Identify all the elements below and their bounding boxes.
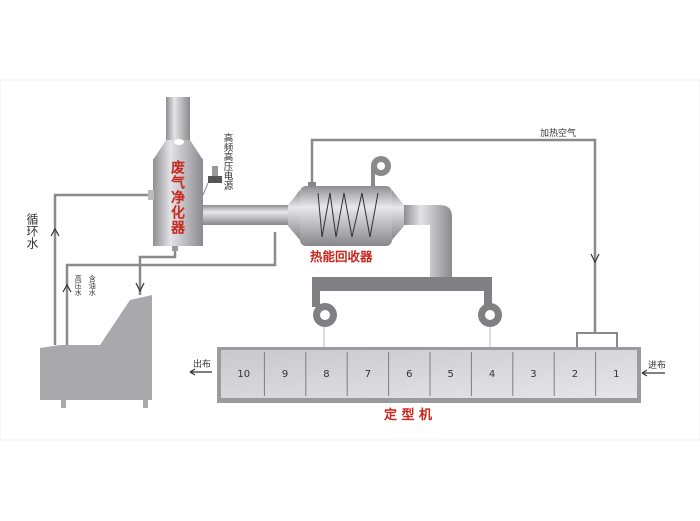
exhaust-manifold (312, 277, 502, 347)
waste-gas-purifier (148, 97, 203, 251)
high-pressure-water-label: 高压水 (74, 275, 83, 296)
fan-icon (478, 303, 502, 327)
oily-water-label: 含油水 (88, 275, 97, 296)
cloth-out-label: 出布 (193, 360, 212, 370)
arrow-up-icon (62, 283, 72, 293)
zone-10: 10 (237, 368, 251, 380)
heat-recovery-label: 热能回收器 (310, 249, 373, 264)
duct (203, 205, 293, 225)
zone-9: 9 (281, 368, 289, 380)
zone-dividers (263, 352, 597, 396)
stenter-label: 定 型 机 (384, 408, 433, 423)
zone-1: 1 (613, 368, 620, 380)
heat-recovery-unit (288, 156, 404, 246)
arrow-down-icon (135, 282, 145, 293)
zone-7: 7 (364, 368, 372, 380)
flow-arrows (50, 227, 665, 377)
zone-3: 3 (530, 368, 537, 380)
fan-icon (313, 303, 337, 327)
zone-4: 4 (488, 368, 496, 380)
hv-power-device (202, 166, 222, 196)
zone-6: 6 (406, 368, 413, 380)
zone-2: 2 (571, 368, 579, 380)
elbow-duct (404, 205, 452, 280)
cloth-in-label: 进布 (648, 361, 667, 371)
hv-power-label: 高频高压电源 (221, 133, 233, 190)
stenter-machine (217, 332, 641, 403)
water-lines (53, 138, 597, 345)
zone-8: 8 (323, 368, 330, 380)
purifier-label: 废气净化器 (169, 160, 185, 235)
fan-icon (371, 156, 391, 186)
arrow-down-icon (590, 253, 600, 264)
arrow-left-icon (189, 368, 212, 376)
heated-air-label: 加热空气 (540, 129, 577, 139)
arrow-up-icon (50, 227, 60, 237)
circulating-water-label: 循环水 (25, 213, 39, 249)
arrow-left-icon (641, 369, 665, 377)
zone-5: 5 (447, 368, 454, 380)
water-tank (40, 295, 152, 408)
